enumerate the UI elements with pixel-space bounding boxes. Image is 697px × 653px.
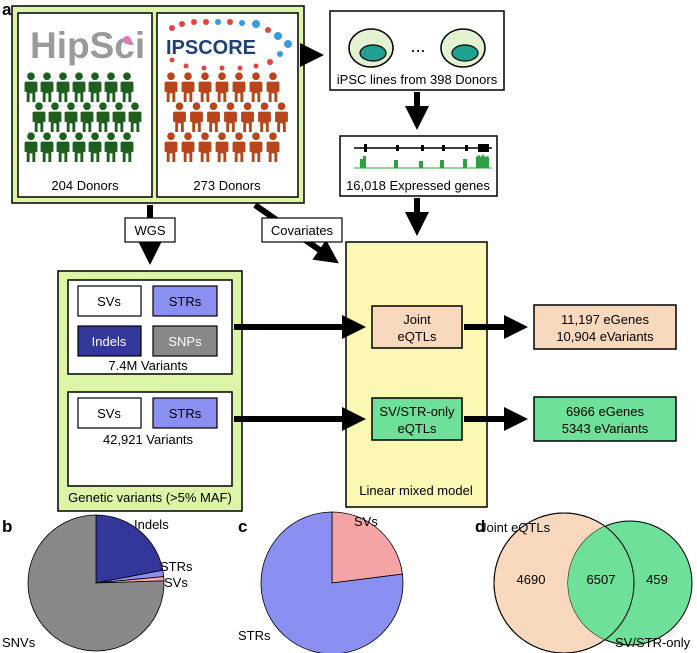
svstr-eqtls-line2: eQTLs	[397, 421, 437, 436]
svstr-evariants: 5343 eVariants	[562, 421, 649, 436]
pie-b-label-snvs: SNVs	[2, 635, 36, 650]
hipsci-people-icons	[24, 72, 142, 162]
panel-label-d: d	[475, 517, 485, 536]
pie-slice-strs	[260, 511, 404, 653]
panel-label-b: b	[2, 517, 12, 536]
joint-results-box	[533, 304, 677, 350]
gene-expression-track-icon	[354, 144, 492, 169]
pie-b-label-indels: Indels	[134, 517, 169, 532]
svs-chip	[77, 285, 142, 317]
strs-chip-label: STRs	[169, 294, 202, 309]
genetic-variants-caption: Genetic variants (>5% MAF)	[68, 490, 232, 505]
venn-set-label-svstr: SV/STR-only	[615, 635, 691, 650]
hipsci-donors-label: 204 Donors	[51, 178, 119, 193]
pie-c-label-strs: STRs	[238, 628, 271, 643]
wgs-label: WGS	[134, 223, 165, 238]
ipsc-ellipsis: ...	[410, 36, 425, 56]
pie-b-label-strs: STRs	[160, 559, 193, 574]
venn-value-right-only: 459	[646, 572, 668, 587]
venn-joint-outline	[493, 512, 635, 653]
pie-slice-indels	[95, 514, 164, 584]
ipsc-colony-icon	[440, 28, 486, 68]
venn-value-overlap: 6507	[587, 572, 616, 587]
panel-label-a: a	[2, 0, 12, 19]
svstr-eqtls-line1: SV/STR-only	[379, 404, 455, 419]
svs-chip-label: SVs	[97, 294, 121, 309]
svs-chip-label: SVs	[97, 406, 121, 421]
all-variants-count: 7.4M Variants	[108, 358, 188, 373]
pie-b-label-svs: SVs	[164, 575, 188, 590]
flow-arrows	[138, 43, 528, 431]
ipsc-colony-icon	[348, 28, 394, 68]
svs-chip	[77, 397, 142, 429]
panel-label-c: c	[238, 517, 247, 536]
snps-chip-label: SNPs	[168, 334, 202, 349]
ipscore-donors-label: 273 Donors	[193, 178, 261, 193]
venn-set-label-joint: Joint eQTLs	[480, 520, 551, 535]
ipsc-lines-label: iPSC lines from 398 Donors	[337, 72, 498, 87]
pie-chart-b	[27, 514, 165, 652]
joint-eqtls-line1: Joint	[403, 312, 431, 327]
pie-slice-svs	[331, 511, 403, 584]
snps-chip	[152, 325, 218, 357]
sv-str-variants-count: 42,921 Variants	[103, 432, 194, 447]
ipscore-logo: IPSCORE	[166, 37, 256, 59]
covariates-label-box	[261, 217, 343, 243]
venn-value-left-only: 4690	[517, 572, 546, 587]
covariates-label: Covariates	[271, 223, 334, 238]
wgs-label-box	[124, 217, 176, 243]
svstr-eqtls-box	[371, 397, 463, 441]
joint-egenes: 11,197 eGenes	[561, 312, 649, 327]
svstr-egenes: 6966 eGenes	[566, 404, 645, 419]
strs-chip	[152, 397, 218, 429]
hipsci-logo-dot	[123, 36, 131, 44]
hipsci-logo: HipSci	[30, 25, 145, 66]
venn-overlap-region	[568, 526, 634, 640]
pie-c-label-svs: SVs	[354, 514, 378, 529]
svstr-results-box	[533, 396, 677, 442]
strs-chip-label: STRs	[169, 406, 202, 421]
strs-chip	[152, 285, 218, 317]
pie-slice-snvs	[27, 514, 165, 652]
expressed-genes-label: 16,018 Expressed genes	[346, 178, 490, 193]
joint-eqtls-box	[371, 305, 463, 349]
linear-mixed-model-caption: Linear mixed model	[359, 483, 473, 498]
ipscore-people-icons	[164, 72, 288, 162]
linear-mixed-model-panel	[345, 241, 488, 508]
joint-evariants: 10,904 eVariants	[556, 329, 654, 344]
indels-chip-label: Indels	[92, 334, 127, 349]
joint-eqtls-line2: eQTLs	[397, 329, 437, 344]
pie-chart-c	[260, 511, 404, 653]
ipscore-logo-dots	[169, 19, 292, 71]
indels-chip	[77, 325, 142, 357]
